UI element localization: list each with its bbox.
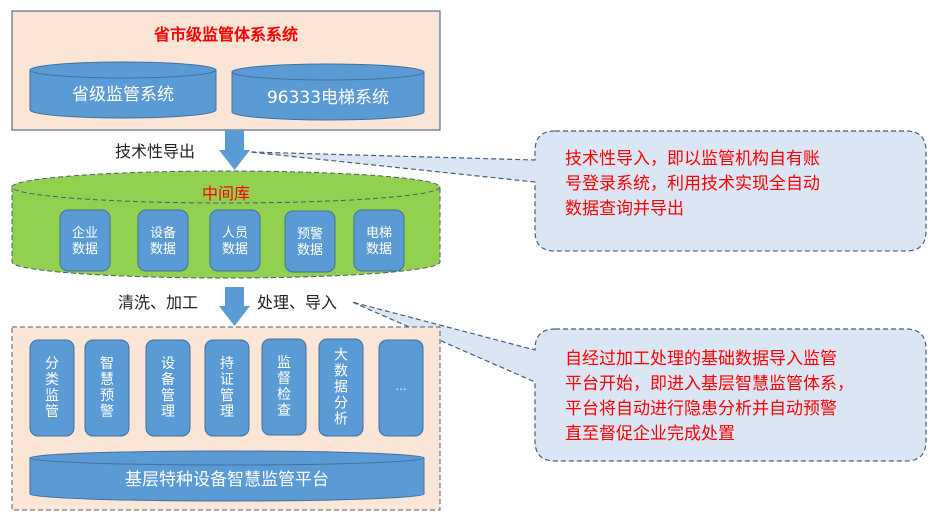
module-char: 备 (161, 371, 175, 388)
module-more[interactable]: … (378, 339, 424, 437)
module-box (145, 339, 191, 437)
module-list: 分类监管智慧预警设备管理持证管理监督检查大数据分析… (29, 338, 424, 437)
module-char: 慧 (100, 372, 114, 388)
module-char: 警 (100, 404, 114, 420)
down-arrow-icon (219, 287, 250, 326)
down-arrow-icon (219, 130, 250, 170)
callout-export-line-3: 数据查询并导出 (565, 199, 684, 219)
import-arrow-left-label: 清洗、加工 (118, 293, 198, 312)
module-box (29, 339, 75, 437)
module-box (204, 339, 250, 437)
middle-database: 中间库 企业 数据 设备 数据 人员 数据 预警 数据 电梯 数据 (11, 170, 441, 279)
module-char: … (396, 380, 407, 393)
callout-import-shape (351, 301, 927, 462)
module-char: 分 (334, 396, 348, 412)
module-char: 分 (45, 356, 59, 372)
data-item-warning-line1: 预警 (297, 226, 323, 242)
data-item-elevator[interactable]: 电梯 数据 (353, 209, 405, 272)
callout-export-note: 技术性导入，即以监管机构自有账 号登录系统，利用技术实现全自动 数据查询并导出 (249, 130, 927, 252)
module-char: 设 (161, 356, 175, 372)
data-item-personnel-line2: 数据 (222, 242, 248, 257)
callout-import-line-2: 平台开始，即进入基层智慧监管体系， (565, 374, 854, 394)
module-char: 证 (220, 372, 234, 388)
data-item-equipment-line2: 数据 (150, 242, 176, 257)
module-char: 持 (220, 356, 234, 372)
middle-database-title: 中间库 (202, 184, 250, 203)
data-item-enterprise-line2: 数据 (72, 242, 98, 257)
data-item-personnel[interactable]: 人员 数据 (209, 209, 261, 272)
data-item-warning[interactable]: 预警 数据 (284, 210, 336, 273)
data-item-elevator-line2: 数据 (366, 242, 392, 257)
provincial-supervision-db-label: 省级监管系统 (72, 85, 174, 105)
callout-export-line-1: 技术性导入，即以监管机构自有账 (565, 149, 820, 169)
import-arrow-right-label: 处理、导入 (257, 293, 337, 312)
module-char: 类 (45, 372, 59, 388)
module-char: 检 (277, 387, 291, 403)
grassroots-platform-label: 基层特种设备智慧监管平台 (125, 470, 329, 490)
module-char: 监 (45, 388, 59, 404)
module-char: 监 (277, 355, 291, 371)
module-char: 查 (277, 403, 291, 419)
module-char: 预 (100, 388, 114, 404)
module-char: 管 (161, 388, 175, 404)
module-char: 大 (334, 348, 348, 364)
module-box (84, 339, 130, 437)
elevator-96333-db[interactable]: 96333电梯系统 (231, 63, 425, 121)
data-item-equipment-line1: 设备 (150, 225, 176, 241)
data-item-warning-line2: 数据 (297, 243, 323, 258)
export-arrow-label: 技术性导出 (115, 142, 195, 161)
provincial-system-panel: 省市级监管体系系统 省级监管系统 96333电梯系统 (11, 10, 441, 131)
module-box (261, 338, 307, 436)
data-item-personnel-line1: 人员 (222, 226, 248, 241)
module-char: 理 (220, 404, 234, 420)
provincial-supervision-db[interactable]: 省级监管系统 (29, 61, 217, 119)
module-char: 管 (45, 404, 59, 420)
callout-export-line-2: 号登录系统，利用技术实现全自动 (565, 174, 820, 194)
grassroots-platform-db[interactable]: 基层特种设备智慧监管平台 (29, 450, 425, 502)
elevator-96333-db-label: 96333电梯系统 (267, 88, 389, 108)
module-char: 数 (334, 364, 348, 380)
callout-export-shape (249, 130, 927, 252)
callout-import-line-3: 平台将自动进行隐患分析并自动预警 (565, 399, 837, 419)
module-box (318, 338, 364, 437)
import-arrow: 清洗、加工 处理、导入 (118, 287, 337, 326)
data-item-enterprise[interactable]: 企业 数据 (59, 209, 111, 272)
module-box (378, 339, 424, 437)
callout-import-line-4: 直至督促企业完成处置 (565, 424, 735, 444)
module-char: 管 (220, 388, 234, 404)
callout-import-line-1: 自经过加工处理的基础数据导入监管 (565, 349, 837, 369)
provincial-panel-title: 省市级监管体系系统 (153, 25, 298, 44)
data-item-elevator-line1: 电梯 (366, 226, 392, 241)
module-char: 智 (100, 356, 114, 372)
data-item-equipment[interactable]: 设备 数据 (137, 209, 189, 272)
export-arrow: 技术性导出 (115, 130, 250, 170)
module-char: 据 (334, 380, 348, 396)
data-item-enterprise-line1: 企业 (72, 225, 98, 241)
module-char: 理 (161, 404, 175, 420)
module-char: 析 (334, 412, 348, 428)
callout-import-note: 自经过加工处理的基础数据导入监管 平台开始，即进入基层智慧监管体系， 平台将自动… (351, 301, 927, 462)
module-char: 督 (277, 371, 291, 387)
